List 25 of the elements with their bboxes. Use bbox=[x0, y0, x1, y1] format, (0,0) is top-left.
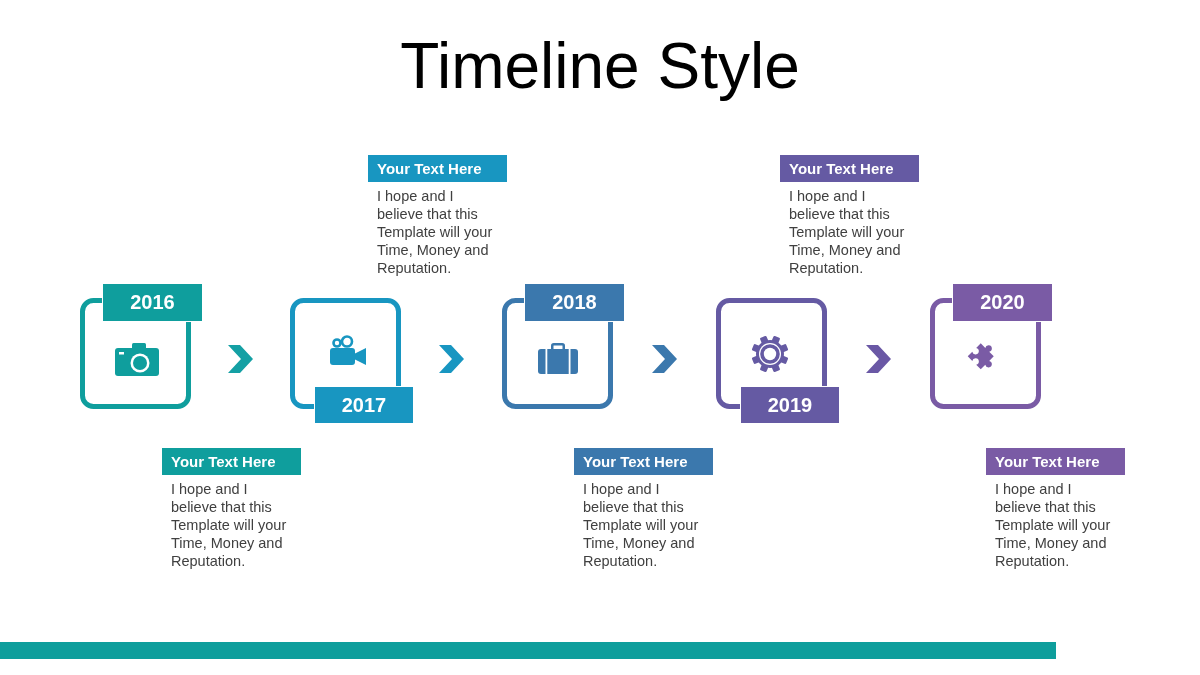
title: Timeline Style bbox=[399, 29, 801, 104]
timeline-frame bbox=[716, 298, 839, 423]
callout-heading: Your Text Here bbox=[162, 448, 301, 475]
timeline-frame bbox=[80, 284, 202, 409]
year-tab: 2020 bbox=[953, 284, 1052, 321]
year-tab: 2019 bbox=[741, 387, 839, 423]
callout-text: I hope and I believe that this Template will your Time, Money and Reputation. bbox=[995, 480, 1112, 570]
year-tab: 2017 bbox=[315, 387, 413, 423]
callout-heading: Your Text Here bbox=[986, 448, 1125, 475]
timeline-frame bbox=[290, 298, 413, 423]
callout-heading: Your Text Here bbox=[780, 155, 919, 182]
callout-text: I hope and I believe that this Template will your Time, Money and Reputation. bbox=[377, 187, 494, 277]
callout-text: I hope and I believe that this Template will your Time, Money and Reputation. bbox=[171, 480, 288, 570]
callout-heading: Your Text Here bbox=[574, 448, 713, 475]
chevron-arrow bbox=[866, 345, 891, 373]
callout-text: I hope and I believe that this Template will your Time, Money and Reputation. bbox=[583, 480, 700, 570]
year-tab: 2016 bbox=[103, 284, 202, 321]
callout-heading: Your Text Here bbox=[368, 155, 507, 182]
chevron-arrow bbox=[652, 345, 677, 373]
chevron-arrow bbox=[228, 345, 253, 373]
year-tab: 2018 bbox=[525, 284, 624, 321]
callout-text: I hope and I believe that this Template will your Time, Money and Reputation. bbox=[789, 187, 906, 277]
timeline-frame bbox=[930, 284, 1052, 409]
chevron-arrow bbox=[439, 345, 464, 373]
timeline-frame bbox=[502, 284, 624, 409]
